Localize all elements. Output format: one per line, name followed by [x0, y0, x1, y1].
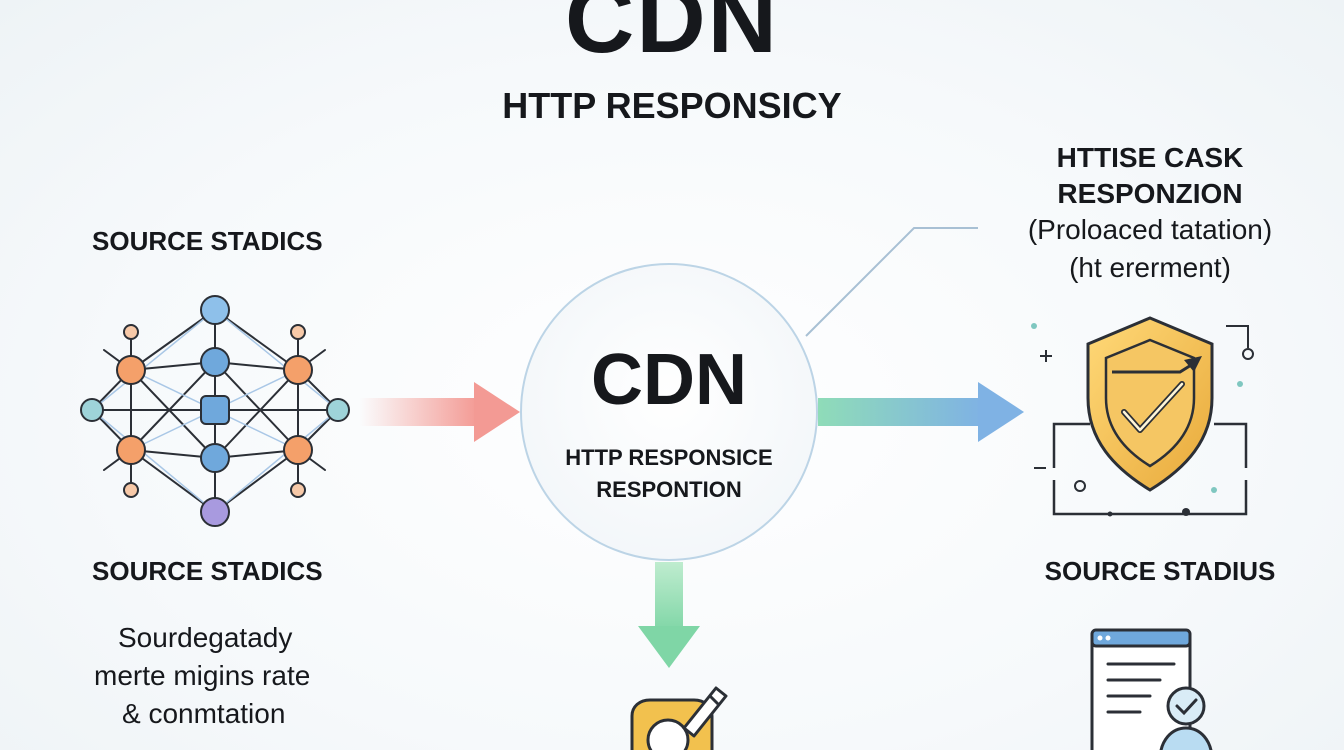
edit-badge-icon — [630, 686, 728, 750]
right-heading-line-1: HTTISE CASK — [1056, 142, 1244, 173]
left-bottom-label: SOURCE STADICS — [92, 556, 323, 586]
arrow-left-to-cdn — [360, 382, 520, 442]
network-graph-icon — [80, 295, 350, 527]
left-description-line-2: merte migins rate — [94, 660, 311, 691]
right-note-line-1: (Proloaced tatation) — [1027, 214, 1273, 245]
arrow-cdn-down — [638, 562, 700, 668]
right-heading-line-2: RESPONZION — [1057, 178, 1243, 209]
callout-line — [805, 227, 978, 337]
cdn-subtitle-line-2: RESPONTION — [596, 477, 742, 502]
shield-check-icon — [1031, 316, 1254, 517]
main-title: CDN — [565, 0, 779, 73]
main-subtitle: HTTP RESPONSICY — [502, 85, 842, 126]
left-description-line-3: & conmtation — [122, 698, 286, 729]
cdn-subtitle-line-1: HTTP RESPONSICE — [565, 445, 773, 470]
left-top-label: SOURCE STADICS — [92, 226, 323, 256]
document-user-icon — [1090, 628, 1213, 750]
left-description-line-1: Sourdegatady — [118, 622, 293, 653]
cdn-circle — [520, 263, 818, 561]
arrow-cdn-to-right — [818, 382, 1024, 442]
right-note-line-2: (ht ererment) — [1069, 252, 1231, 283]
cdn-title: CDN — [591, 340, 747, 420]
right-bottom-label: SOURCE STADIUS — [1044, 556, 1276, 586]
